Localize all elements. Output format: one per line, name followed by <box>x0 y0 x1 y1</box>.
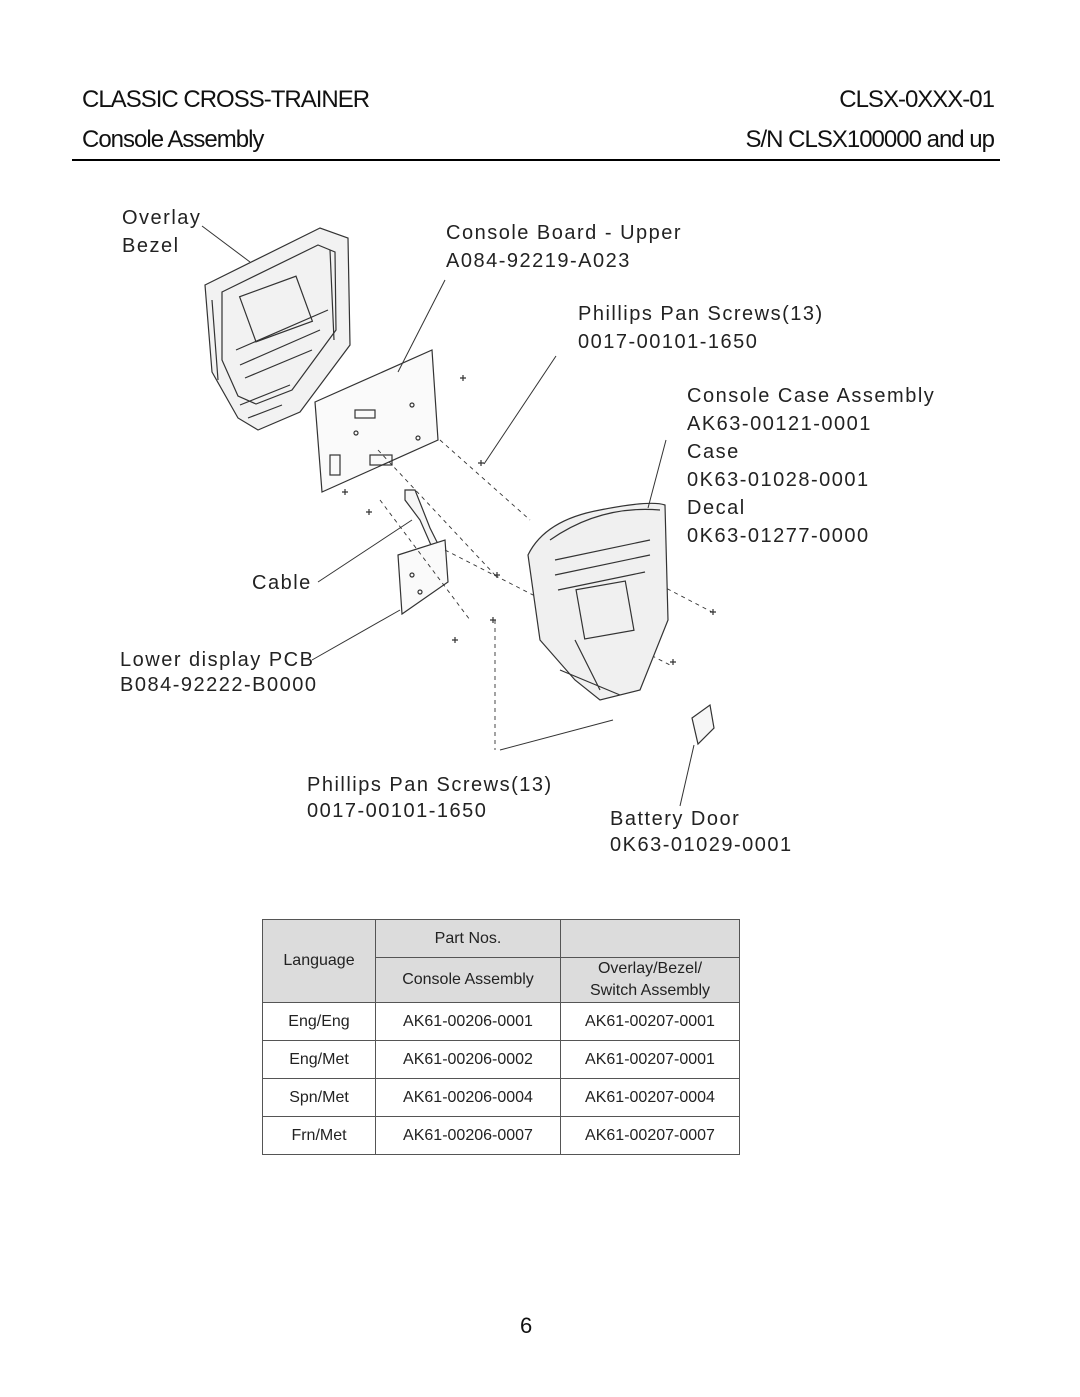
table-row: Eng/Met AK61-00206-0002 AK61-00207-0001 <box>262 1040 740 1079</box>
label-case-assembly-name: Console Case Assembly <box>687 385 936 407</box>
label-case-pn: 0K63-01028-0001 <box>687 469 870 491</box>
table-row: Spn/Met AK61-00206-0004 AK61-00207-0004 <box>262 1078 740 1117</box>
console-board-upper-part <box>314 349 439 493</box>
section-title: Console Assembly <box>82 126 264 153</box>
label-case-assembly-pn: AK63-00121-0001 <box>687 413 872 435</box>
document-title: CLASSIC CROSS-TRAINER <box>82 86 370 113</box>
header-part-nos: Part Nos. <box>375 919 561 958</box>
label-overlay: Overlay <box>122 207 202 229</box>
label-bezel: Bezel <box>122 235 180 257</box>
lower-display-pcb-part <box>397 539 449 616</box>
exploded-view-diagram <box>201 225 716 807</box>
model-number: CLSX-0XXX-01 <box>839 86 995 113</box>
label-console-board-name: Console Board - Upper <box>446 222 683 244</box>
label-decal-name: Decal <box>687 497 746 519</box>
cell-console-assembly: AK61-00206-0001 <box>375 1002 561 1041</box>
table-header-row-2: Console Assembly Overlay/Bezel/ Switch A… <box>263 957 740 1003</box>
cell-language: Eng/Eng <box>262 1002 376 1041</box>
leader-screws-top <box>483 355 557 465</box>
header-console-assembly: Console Assembly <box>375 957 561 1003</box>
label-screws-top-pn: 0017-00101-1650 <box>578 331 759 353</box>
leader-console-board <box>397 279 446 373</box>
screws-lower <box>452 572 716 665</box>
header-overlay-line2: Switch Assembly <box>589 982 711 999</box>
header-overlay-line1: Overlay/Bezel/ <box>597 960 703 977</box>
leader-cable <box>317 519 413 583</box>
table-header-row-1: Language Part Nos. <box>262 919 740 1003</box>
label-screws-bottom-name: Phillips Pan Screws(13) <box>307 774 553 796</box>
leader-screws-bottom-line <box>499 719 614 751</box>
cell-console-assembly: AK61-00206-0002 <box>375 1040 561 1079</box>
label-case-name: Case <box>687 441 740 463</box>
label-decal-pn: 0K63-01277-0000 <box>687 525 870 547</box>
overlay-bezel-part <box>204 227 351 431</box>
cell-language: Spn/Met <box>262 1078 376 1117</box>
cell-overlay-bezel: AK61-00207-0004 <box>560 1078 740 1117</box>
leader-battery-door <box>679 744 695 807</box>
label-battery-door-name: Battery Door <box>610 808 741 830</box>
label-lower-pcb-name: Lower display PCB <box>120 649 315 671</box>
label-cable: Cable <box>252 572 312 594</box>
part-numbers-table: Language Part Nos. Console Assembly Over… <box>262 919 740 1155</box>
header-rule <box>72 159 1000 161</box>
console-case-part <box>527 502 669 701</box>
battery-door-part <box>691 703 715 746</box>
cell-language: Frn/Met <box>262 1116 376 1155</box>
leader-lower-pcb <box>311 609 401 661</box>
header-overlay-bezel: Overlay/Bezel/ Switch Assembly <box>560 957 740 1003</box>
screws-upper <box>342 375 484 515</box>
cell-overlay-bezel: AK61-00207-0007 <box>560 1116 740 1155</box>
cell-overlay-bezel: AK61-00207-0001 <box>560 1002 740 1041</box>
cell-overlay-bezel: AK61-00207-0001 <box>560 1040 740 1079</box>
header-empty <box>560 919 740 958</box>
header-language: Language <box>262 919 376 1003</box>
label-lower-pcb-pn: B084-92222-B0000 <box>120 674 318 696</box>
leader-console-case <box>647 439 667 509</box>
serial-range: S/N CLSX100000 and up <box>745 126 995 153</box>
label-battery-door-pn: 0K63-01029-0001 <box>610 834 793 856</box>
label-screws-bottom-pn: 0017-00101-1650 <box>307 800 488 822</box>
cell-console-assembly: AK61-00206-0007 <box>375 1116 561 1155</box>
table-row: Frn/Met AK61-00206-0007 AK61-00207-0007 <box>262 1116 740 1155</box>
leader-overlay <box>201 225 251 263</box>
label-screws-top-name: Phillips Pan Screws(13) <box>578 303 824 325</box>
label-console-board-pn: A084-92219-A023 <box>446 250 631 272</box>
table-row: Eng/Eng AK61-00206-0001 AK61-00207-0001 <box>262 1002 740 1041</box>
cell-language: Eng/Met <box>262 1040 376 1079</box>
page-number: 6 <box>520 1313 533 1338</box>
cell-console-assembly: AK61-00206-0004 <box>375 1078 561 1117</box>
